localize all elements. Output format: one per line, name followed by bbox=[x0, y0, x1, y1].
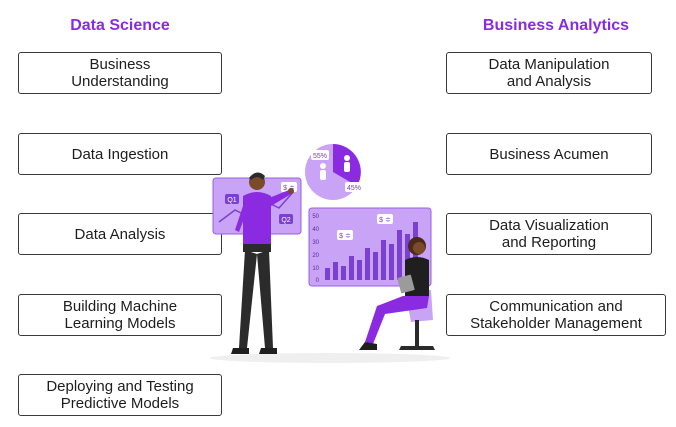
pie-label-55: 55% bbox=[313, 153, 327, 160]
ba-item-communication: Communication and Stakeholder Management bbox=[446, 294, 666, 336]
currency-badge-chart: $ ≑ bbox=[339, 233, 351, 240]
ds-item-deploying-testing: Deploying and Testing Predictive Models bbox=[18, 374, 222, 416]
analytics-illustration: Q1 Q2 $ ≑ 55% 45% 50 40 30 20 10 0 bbox=[210, 144, 450, 363]
axis-tick-30: 30 bbox=[312, 240, 319, 246]
data-science-title: Data Science bbox=[70, 17, 170, 34]
axis-tick-20: 20 bbox=[312, 253, 319, 259]
ds-item-data-ingestion: Data Ingestion bbox=[18, 133, 222, 175]
ds-item-business-understanding: Business Understanding bbox=[18, 52, 222, 94]
ds-item-building-ml-models: Building Machine Learning Models bbox=[18, 294, 222, 336]
ds-item-data-analysis: Data Analysis bbox=[18, 213, 222, 255]
panel-label-q1: Q1 bbox=[227, 197, 236, 204]
pie-chart: 55% 45% bbox=[305, 144, 363, 200]
panel-label-q2: Q2 bbox=[281, 217, 290, 224]
axis-tick-50: 50 bbox=[312, 214, 319, 220]
pie-label-45: 45% bbox=[347, 185, 361, 192]
axis-tick-0: 0 bbox=[316, 278, 320, 284]
currency-badge-chart-2: $ ≑ bbox=[379, 217, 391, 224]
floor-shadow bbox=[210, 353, 450, 363]
business-analytics-title: Business Analytics bbox=[482, 17, 630, 34]
seated-woman-figure bbox=[359, 237, 435, 350]
standing-man-figure bbox=[231, 172, 294, 354]
axis-tick-10: 10 bbox=[312, 266, 319, 272]
currency-badge-left: $ ≑ bbox=[283, 185, 295, 192]
ba-item-data-manipulation: Data Manipulation and Analysis bbox=[446, 52, 652, 94]
axis-tick-40: 40 bbox=[312, 227, 319, 233]
ba-item-business-acumen: Business Acumen bbox=[446, 133, 652, 175]
ba-item-data-visualization: Data Visualization and Reporting bbox=[446, 213, 652, 255]
